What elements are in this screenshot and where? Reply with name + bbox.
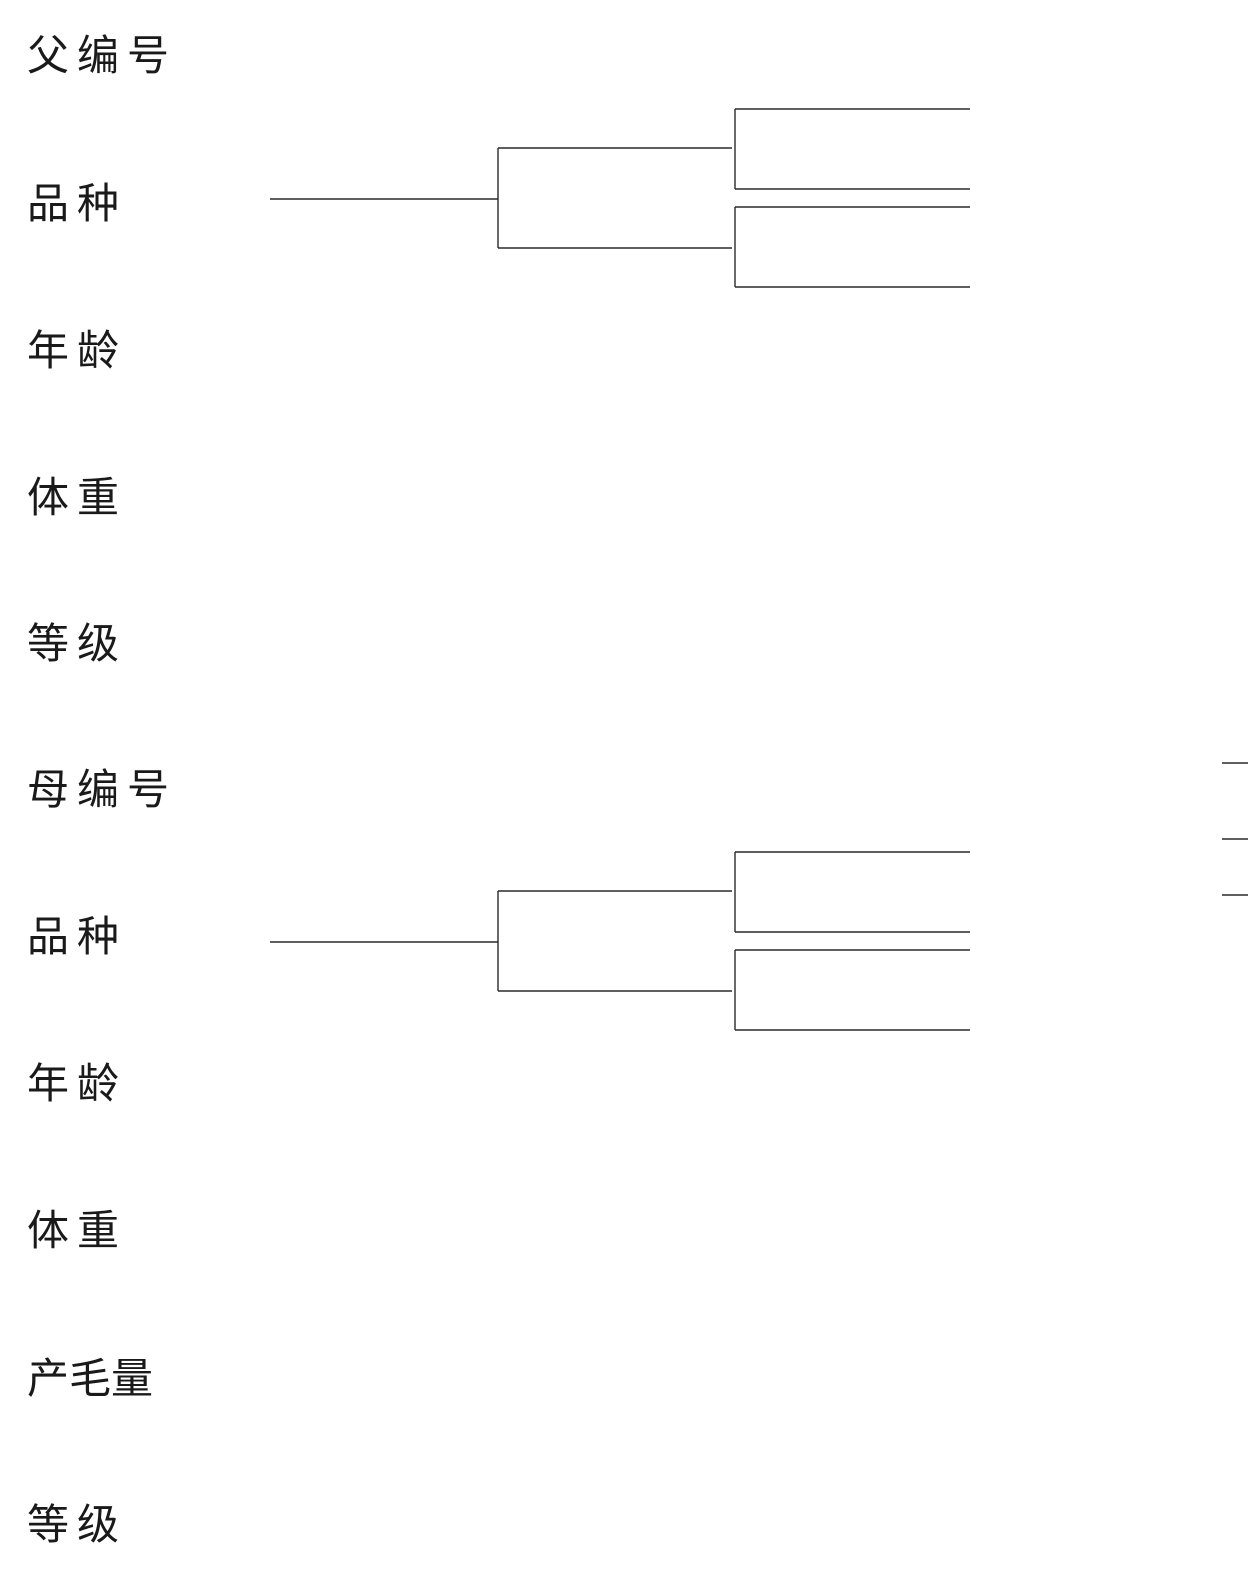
dam-id-label: 母编号	[27, 765, 178, 814]
dam-weight-label: 体重	[27, 1206, 128, 1255]
sire-grade-label: 等级	[27, 619, 128, 668]
sire-id-label: 父编号	[27, 31, 178, 80]
dam-wool-yield-label: 产毛量	[27, 1354, 154, 1403]
edge-tick-marks	[1222, 762, 1248, 896]
sire-weight-label: 体重	[27, 473, 128, 522]
sire-breed-label: 品种	[27, 179, 128, 228]
sire-age-label: 年龄	[27, 326, 128, 375]
dam-age-label: 年龄	[27, 1059, 128, 1108]
dam-pedigree-bracket	[270, 851, 970, 1031]
dam-breed-label: 品种	[27, 912, 128, 961]
sire-pedigree-bracket	[270, 108, 970, 288]
dam-grade-label: 等级	[27, 1500, 128, 1549]
